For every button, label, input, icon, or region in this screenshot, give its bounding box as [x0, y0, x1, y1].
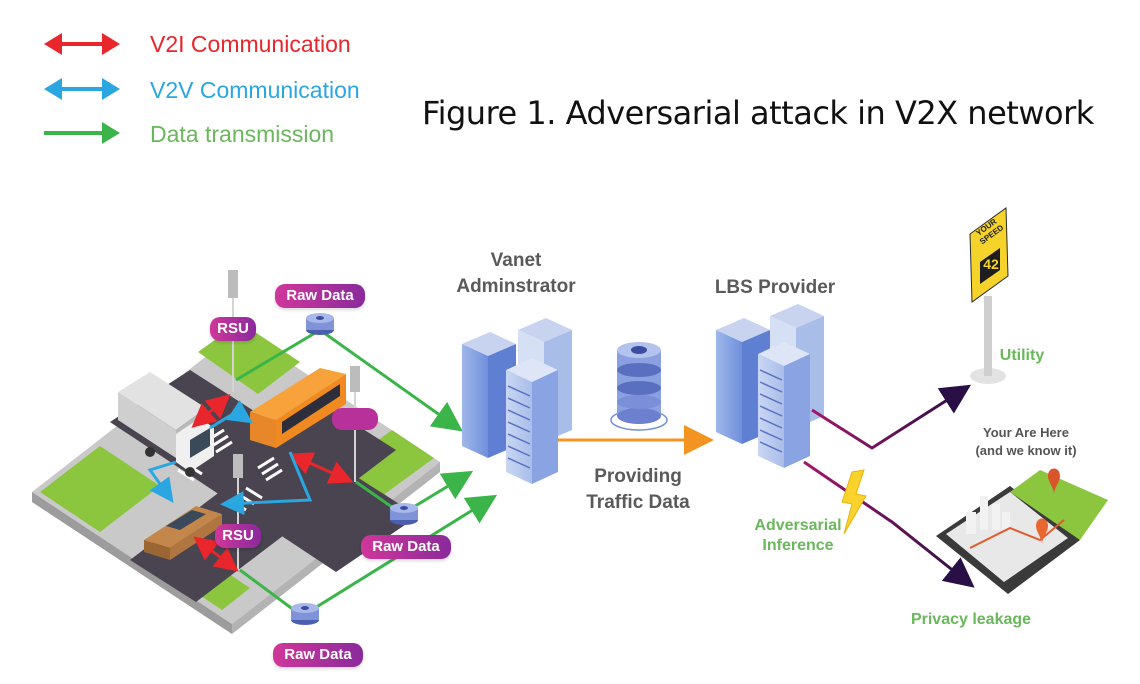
utility-link-arrow [811, 384, 972, 450]
traffic-data-label: Providing Traffic Data [578, 464, 698, 516]
map-pin-icon [1036, 518, 1048, 544]
speed-sign-value: 42 [983, 256, 999, 272]
raw-data-label: Raw Data [361, 535, 451, 559]
legend-data-label: Data transmission [150, 121, 335, 147]
traffic-database-icon [610, 342, 668, 431]
rsu-marker [332, 408, 378, 430]
bus-icon [250, 368, 346, 448]
v2v-arrow [209, 400, 253, 430]
data-legend-arrow-icon [44, 122, 120, 144]
grass-block [40, 446, 160, 532]
map-pin-icon [1048, 468, 1060, 494]
raw-data-label: Raw Data [275, 284, 365, 308]
raw-data-label: Raw Data [273, 643, 363, 667]
lbs-provider-label: LBS Provider [714, 277, 836, 298]
legend-v2i-label: V2I Communication [150, 31, 351, 57]
v2v-arrow [147, 460, 177, 503]
traffic-data-line1: Providing [594, 466, 682, 487]
phone-map-icon [936, 468, 1108, 594]
v2v-arrow [220, 451, 313, 516]
map-buildings [966, 496, 1010, 534]
legend-v2v-label: V2V Communication [150, 77, 360, 103]
vanet-admin-line1: Vanet [490, 250, 542, 271]
vanet-admin-label: Vanet Adminstrator [446, 248, 586, 300]
lbs-server-cluster-icon [716, 304, 824, 468]
v2i-legend-arrow-icon [44, 33, 120, 55]
database-icon [291, 603, 319, 625]
speed-sign-icon [969, 207, 1009, 384]
utility-label: Utility [999, 347, 1045, 364]
vanet-admin-line2: Adminstrator [456, 276, 576, 297]
privacy-leakage-label: Privacy leakage [910, 611, 1032, 628]
truck-icon [118, 372, 214, 477]
you-are-here-label: Your Are Here (and we know it) [966, 424, 1086, 460]
lightning-icon [841, 469, 867, 535]
adversarial-line1: Adversarial [754, 517, 842, 534]
v2v-legend-arrow-icon [44, 78, 120, 100]
rsu-label: RSU [210, 317, 256, 341]
v2i-arrow [193, 536, 239, 572]
adversarial-line2: Inference [762, 537, 834, 554]
figure-title: Figure 1. Adversarial attack in V2X netw… [422, 94, 1094, 132]
v2i-arrow [191, 394, 231, 428]
database-icon [306, 313, 334, 335]
vanet-server-cluster-icon [462, 318, 572, 484]
database-icon [390, 503, 418, 525]
you-are-here-line2: (and we know it) [975, 443, 1077, 458]
traffic-data-line2: Traffic Data [586, 492, 690, 513]
you-are-here-line1: Your Are Here [983, 425, 1069, 440]
rsu-label: RSU [215, 524, 261, 548]
legend-arrows [44, 33, 120, 144]
grass-block [340, 430, 434, 496]
adversarial-inference-label: Adversarial Inference [748, 516, 848, 556]
car-icon [144, 506, 222, 560]
privacy-link-arrow [803, 460, 975, 588]
v2i-arrow [288, 452, 354, 484]
